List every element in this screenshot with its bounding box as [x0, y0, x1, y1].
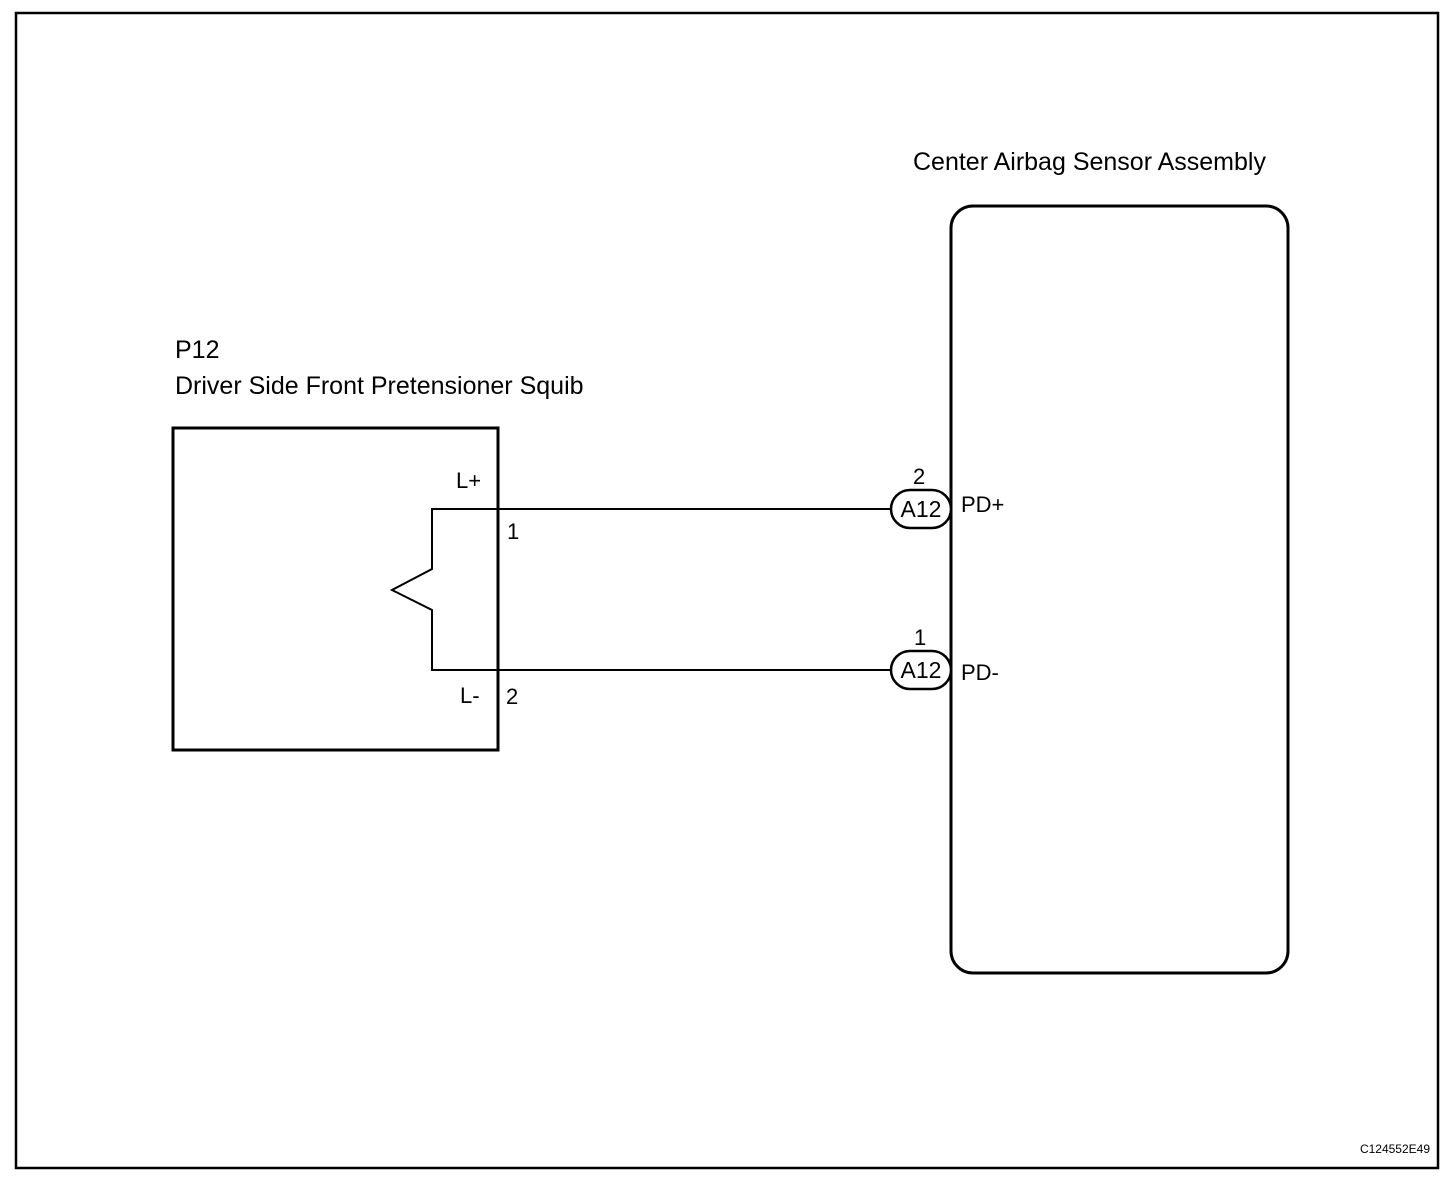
- squib-code: P12: [175, 336, 219, 364]
- squib-box: [171, 426, 500, 752]
- sensor-terminal-minus: PD-: [961, 660, 999, 685]
- sensor-pin-minus: 1: [914, 625, 926, 650]
- connector-plus-label: A12: [901, 496, 942, 522]
- squib-pin-minus: 2: [506, 684, 518, 709]
- connector-minus-label: A12: [901, 657, 942, 683]
- diagram-frame: [14, 11, 1440, 1170]
- sensor-box: [949, 204, 1290, 975]
- sensor-pin-plus: 2: [913, 464, 925, 489]
- connector-minus: [889, 649, 953, 691]
- squib-element-symbol: [389, 508, 498, 671]
- squib-pin-plus: 1: [507, 519, 519, 544]
- squib-title: Driver Side Front Pretensioner Squib: [175, 372, 584, 400]
- figure-code: C124552E49: [1360, 1142, 1430, 1156]
- sensor-terminal-plus: PD+: [961, 492, 1004, 517]
- squib-terminal-plus: L+: [456, 468, 481, 493]
- sensor-title: Center Airbag Sensor Assembly: [913, 148, 1266, 176]
- squib-terminal-minus: L-: [460, 683, 480, 708]
- connector-plus: [889, 488, 953, 530]
